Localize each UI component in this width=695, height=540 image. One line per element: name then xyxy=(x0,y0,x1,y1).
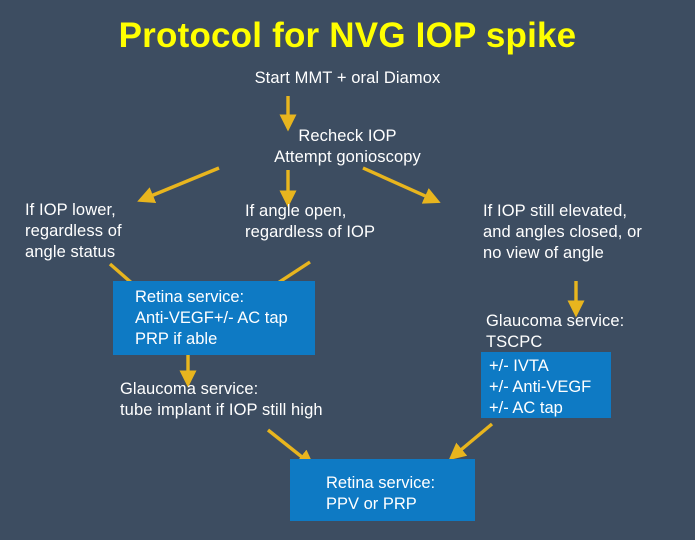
arrow-adjunct-box-to-retina-bottom xyxy=(448,422,494,461)
page-title: Protocol for NVG IOP spike xyxy=(118,16,577,55)
arrow-recheck-to-branch-right xyxy=(362,166,441,204)
box-retina-service-bottom: Retina service: PPV or PRP xyxy=(290,459,475,521)
box-retina-service-left: Retina service: Anti-VEGF+/- AC tap PRP … xyxy=(113,281,315,355)
node-recheck-iop: Recheck IOP Attempt gonioscopy xyxy=(274,127,421,166)
box-adjunct-injections: +/- IVTA +/- Anti-VEGF +/- AC tap xyxy=(481,352,611,418)
node-start: Start MMT + oral Diamox xyxy=(254,69,441,87)
node-glaucoma-tscpc: Glaucoma service: TSCPC xyxy=(486,312,625,351)
node-branch-right: If IOP still elevated, and angles closed… xyxy=(483,202,642,262)
node-branch-center: If angle open, regardless of IOP xyxy=(245,202,376,241)
arrow-glaucoma-tube-to-retina-bottom xyxy=(266,428,315,467)
node-branch-left: If IOP lower, regardless of angle status xyxy=(25,201,122,261)
arrow-recheck-to-branch-left xyxy=(137,166,220,204)
node-glaucoma-tube-implant: Glaucoma service: tube implant if IOP st… xyxy=(120,380,323,419)
